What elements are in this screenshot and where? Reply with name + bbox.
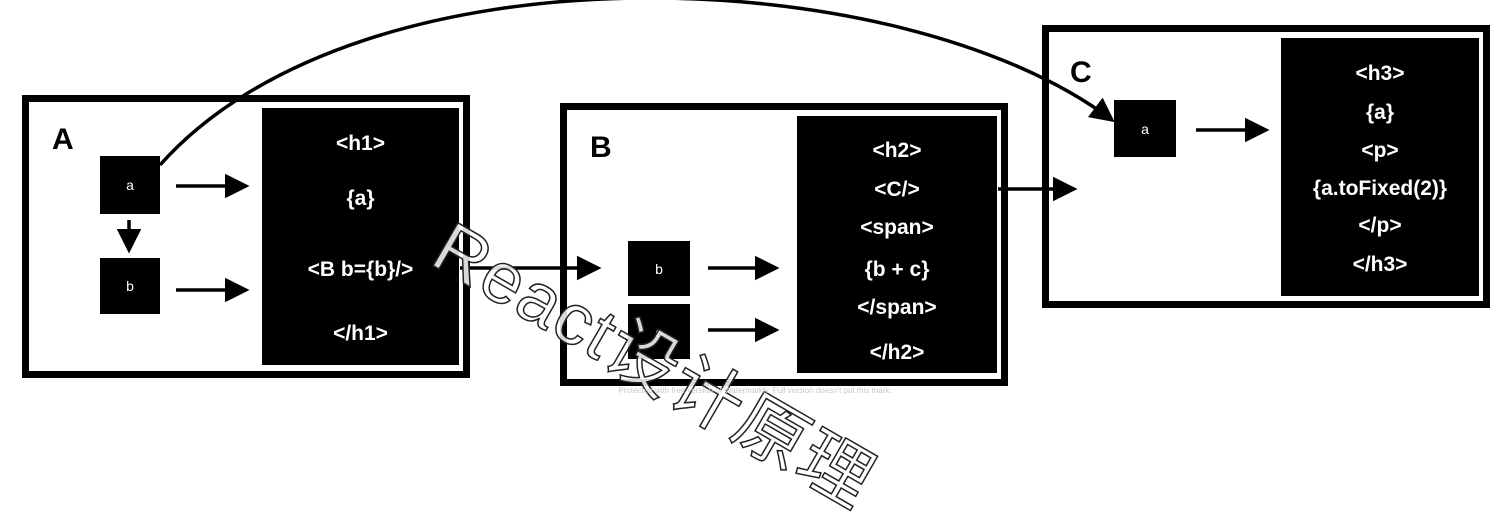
var-a-in-c: a — [1114, 100, 1176, 157]
code-line: <h3> — [1355, 62, 1405, 85]
code-line: <h2> — [872, 139, 922, 162]
component-a-label: A — [52, 123, 74, 156]
code-line: <h1> — [335, 132, 386, 155]
var-b-in-a: b — [100, 258, 160, 314]
code-line: <p> — [1361, 139, 1399, 162]
code-line: </h1> — [333, 322, 388, 345]
code-line: </span> — [857, 296, 937, 319]
code-line: </h2> — [869, 341, 925, 364]
arrow-layer — [116, 0, 1270, 343]
watermark-footnote: Protected with free version of Watermark… — [618, 386, 892, 395]
component-b-label: B — [590, 131, 612, 164]
code-block-a: <h1> {a} <B b={b}/> </h1> — [262, 108, 459, 365]
code-line: </h3> — [1352, 253, 1408, 276]
code-line: {a.toFixed(2)} — [1312, 177, 1448, 200]
var-c-in-b: c — [628, 304, 690, 359]
arrow-context-a-to-c — [158, 0, 1115, 167]
code-line: {a} — [1365, 101, 1395, 124]
component-c-label: C — [1070, 56, 1092, 89]
code-line: <B b={b}/> — [307, 258, 414, 281]
code-line: {a} — [346, 187, 375, 210]
code-line: <C/> — [874, 178, 920, 201]
code-line: </p> — [1358, 214, 1402, 237]
var-b-in-b: b — [628, 241, 690, 296]
var-a-in-a: a — [100, 156, 160, 214]
code-block-b: <h2> <C/> <span> {b + c} </span> </h2> — [797, 116, 997, 373]
code-line: {b + c} — [864, 258, 930, 281]
code-block-c: <h3> {a} <p> {a.toFixed(2)} </p> </h3> — [1281, 38, 1479, 296]
code-line: <span> — [860, 216, 934, 239]
